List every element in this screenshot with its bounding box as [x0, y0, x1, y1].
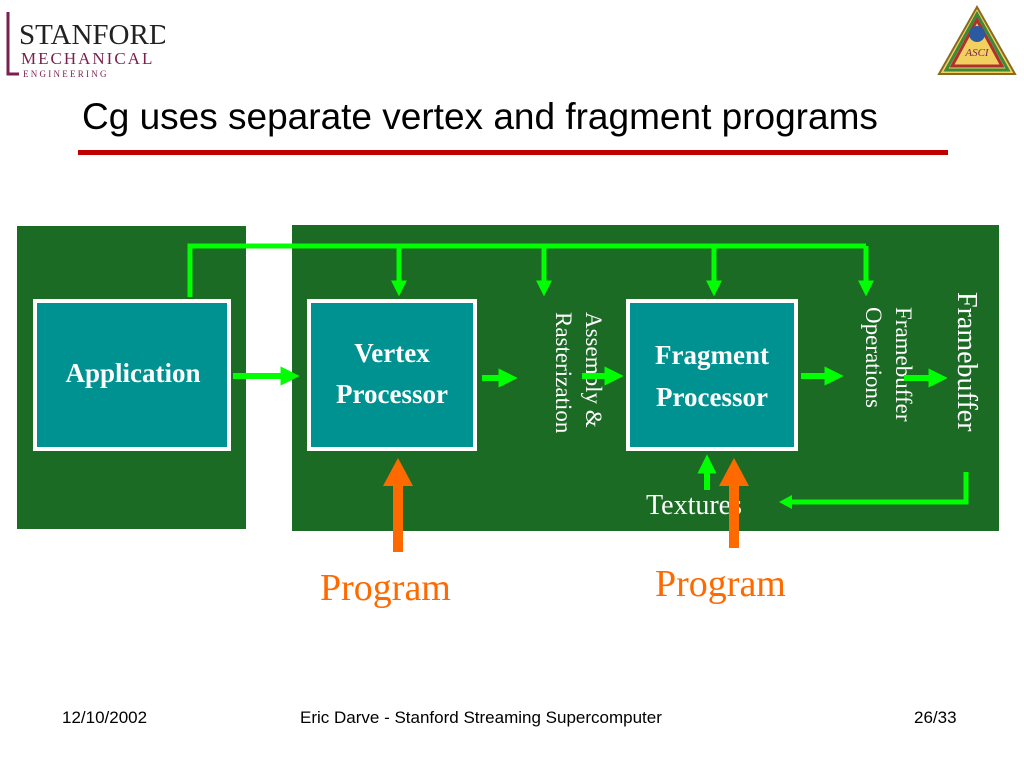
- framebuffer-label: Framebuffer: [951, 292, 982, 432]
- asci-logo: ASCI: [937, 4, 1017, 75]
- application-box: Application: [33, 299, 231, 451]
- title-underline: [78, 150, 948, 155]
- assembly-rasterization-label: Assembly & Rasterization: [551, 312, 606, 434]
- program-arrow-left-shaft: [393, 484, 403, 552]
- logo-line1: STANFORD: [19, 19, 165, 51]
- fbops-line2: Operations: [861, 307, 886, 408]
- assembly-line2: Rasterization: [551, 312, 576, 434]
- textures-label: Textures: [646, 490, 742, 521]
- program-arrow-right-shaft: [729, 484, 739, 548]
- feedback-arrowhead: [779, 495, 792, 509]
- globe-icon: [969, 26, 985, 42]
- vertex-label-line1: Vertex: [354, 338, 430, 368]
- program-bus-line: [187, 243, 866, 297]
- assembly-line1: Assembly &: [581, 312, 606, 428]
- footer-page-number: 26/33: [914, 708, 957, 727]
- fragment-processor-box: Fragment Processor: [626, 299, 798, 451]
- vertex-label-line2: Processor: [336, 379, 448, 409]
- program-arrow-left-head: [383, 458, 413, 486]
- fragment-label-line1: Fragment: [655, 340, 769, 370]
- framebuffer-label-group: Framebuffer: [951, 292, 982, 432]
- logo-line3: E N G I N E E R I N G: [23, 69, 107, 79]
- page-title: Cg uses separate vertex and fragment pro…: [82, 96, 878, 137]
- fbops-line1: Framebuffer: [891, 307, 916, 422]
- vertex-processor-box: Vertex Processor: [307, 299, 477, 451]
- program-arrow-right-head: [719, 458, 749, 486]
- fragment-label-line2: Processor: [656, 382, 768, 412]
- framebuffer-operations-label: Framebuffer Operations: [861, 307, 916, 422]
- application-label: Application: [65, 358, 200, 388]
- program-label-fragment: Program: [655, 563, 786, 605]
- asci-text: ASCI: [964, 47, 990, 59]
- framebuffer-feedback-line: [790, 472, 969, 505]
- footer-date: 12/10/2002: [62, 708, 148, 727]
- logo-line2: MECHANICAL: [21, 49, 154, 68]
- stanford-mechanical-engineering-logo: STANFORD MECHANICAL E N G I N E E R I N …: [5, 6, 165, 80]
- footer-author: Eric Darve - Stanford Streaming Supercom…: [300, 708, 662, 727]
- program-label-vertex: Program: [320, 567, 451, 609]
